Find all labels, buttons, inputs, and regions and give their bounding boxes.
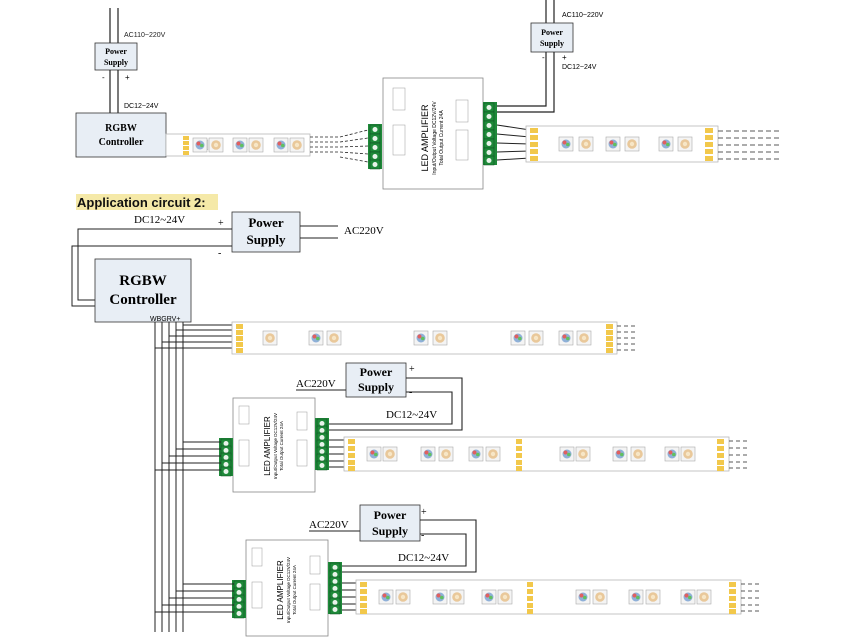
c2-main-dc-label: DC12~24V: [134, 214, 185, 226]
c2-controller-pins: WBGRV+: [150, 316, 180, 323]
c1-right-ac-label: AC110~220V: [562, 12, 604, 19]
c1-left-supply-label2: Supply: [104, 58, 128, 67]
c1-rgbw-controller: [75, 112, 167, 158]
svg-text:-: -: [542, 53, 545, 62]
svg-text:Input/Output Voltage DC12V/24V: Input/Output Voltage DC12V/24V: [286, 557, 291, 623]
svg-text:RGBW: RGBW: [119, 273, 167, 289]
c2-supply-b-ac-label: AC220V: [309, 519, 349, 531]
svg-text:Supply: Supply: [372, 524, 408, 538]
svg-text:LED AMPLIFIER: LED AMPLIFIER: [263, 416, 272, 476]
c2-main-ac-label: AC220V: [344, 225, 384, 237]
svg-text:Total Output Current 24A: Total Output Current 24A: [439, 110, 445, 166]
svg-text:LED AMPLIFIER: LED AMPLIFIER: [276, 560, 285, 620]
svg-text:RGBW: RGBW: [105, 123, 137, 134]
svg-text:Supply: Supply: [540, 39, 564, 48]
svg-text:Supply: Supply: [358, 380, 394, 394]
svg-text:+: +: [125, 73, 130, 82]
c2-power-supply-b: [359, 504, 421, 542]
c1-left-power-supply: [94, 42, 138, 71]
c1-led-amplifier: [382, 77, 484, 190]
svg-text:+: +: [562, 53, 567, 62]
circuit-2: Application circuit 2: DC12~24V + - Powe…: [71, 194, 760, 637]
circuit-2-heading: Application circuit 2:: [77, 195, 206, 210]
c1-left-ac-label: AC110~220V: [124, 32, 166, 39]
svg-text:Controller: Controller: [99, 137, 144, 148]
c1-right-dc-label: DC12~24V: [562, 64, 597, 71]
svg-text:-: -: [421, 530, 424, 541]
svg-text:Total Output Current 24A: Total Output Current 24A: [292, 565, 297, 615]
svg-text:Power: Power: [374, 508, 407, 522]
svg-text:Power: Power: [248, 215, 284, 230]
c2-supply-a-dc-label: DC12~24V: [386, 409, 437, 421]
svg-text:+: +: [421, 507, 427, 518]
svg-text:Input/Output Voltage DC12V/24V: Input/Output Voltage DC12V/24V: [273, 413, 278, 479]
svg-text:Supply: Supply: [246, 232, 286, 247]
svg-text:+: +: [409, 364, 415, 375]
svg-text:Power: Power: [541, 28, 563, 37]
c2-supply-b-dc-label: DC12~24V: [398, 552, 449, 564]
c2-led-amplifier-a: [232, 397, 316, 493]
c2-main-power-supply: [231, 211, 301, 253]
c1-left-supply-label1: Power: [105, 47, 127, 56]
c2-rgbw-controller: [94, 258, 192, 323]
c2-supply-a-ac-label: AC220V: [296, 378, 336, 390]
c2-led-strip-3: [355, 579, 742, 615]
svg-text:-: -: [102, 73, 105, 82]
svg-text:Controller: Controller: [109, 292, 177, 308]
svg-text:Total Output Current 24A: Total Output Current 24A: [279, 421, 284, 471]
svg-text:LED AMPLIFIER: LED AMPLIFIER: [420, 104, 430, 172]
c1-left-dc-label: DC12~24V: [124, 103, 159, 110]
svg-text:Input/Output Voltage DC12V/24V: Input/Output Voltage DC12V/24V: [432, 101, 438, 175]
svg-text:Power: Power: [360, 365, 393, 379]
svg-text:-: -: [218, 248, 221, 259]
svg-text:+: +: [218, 218, 224, 229]
circuit-1: AC110~220V Power Supply - + DC12~24V RGB…: [75, 0, 780, 190]
c1-right-power-supply: [530, 22, 574, 53]
c2-power-supply-a: [345, 362, 407, 398]
